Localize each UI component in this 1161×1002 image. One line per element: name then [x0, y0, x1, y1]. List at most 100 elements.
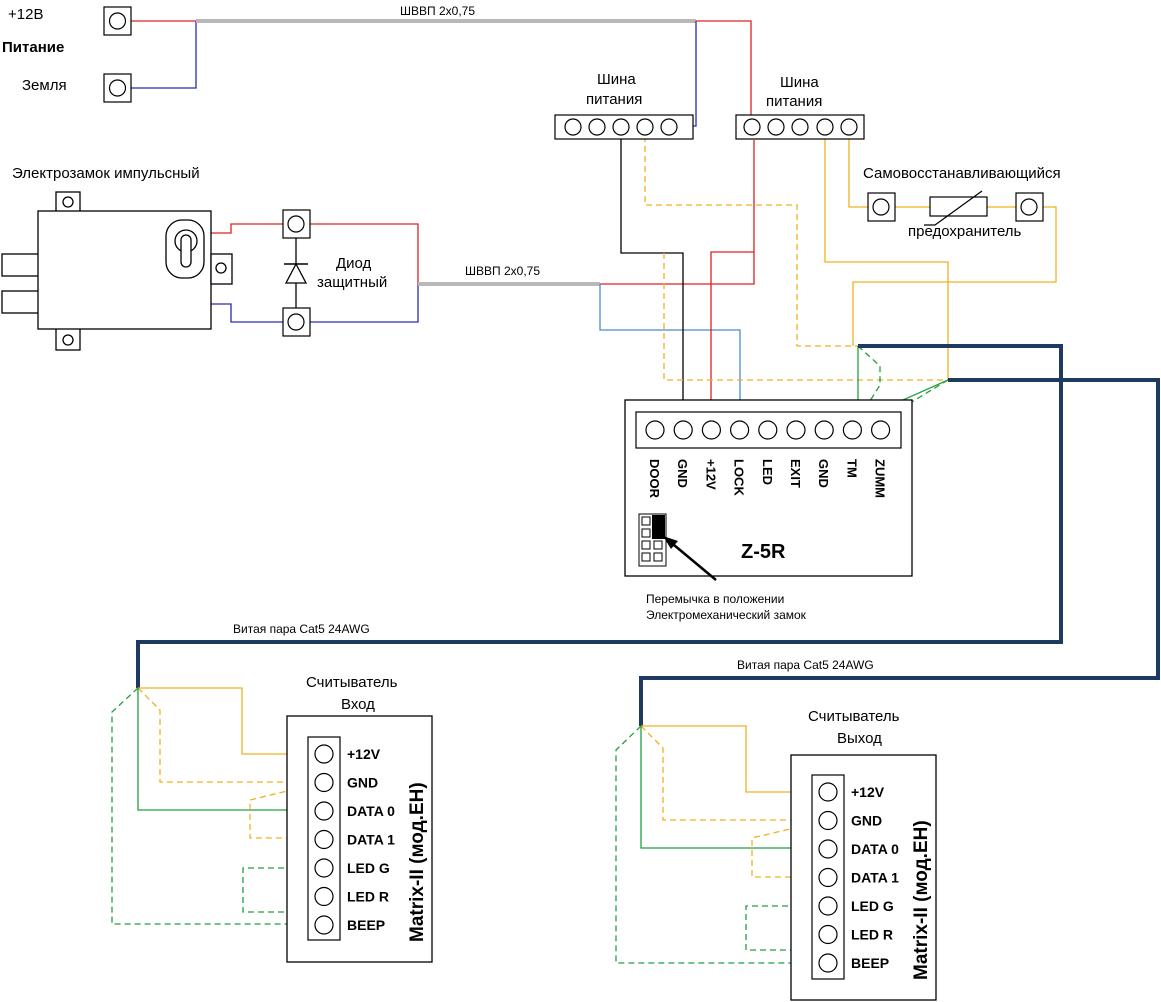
fuse-label-2: предохранитель [908, 223, 1022, 240]
wire-mid-lightblue [599, 284, 741, 420]
controller-terminal-label: EXIT [788, 459, 803, 488]
terminal-ground [103, 73, 132, 103]
cable-top-label: ШВВП 2х0,75 [400, 4, 475, 18]
bus-right-screw [743, 118, 761, 136]
reader-in-wire-12v [138, 687, 324, 755]
fuse-label-1: Самовосстанавливающийся [863, 165, 1061, 182]
controller-terminal-screw [645, 420, 665, 440]
terminal-plus [103, 6, 132, 36]
lock-bolt-top [1, 253, 41, 277]
fuse-block [867, 190, 1044, 226]
controller-terminal-label: ZUMM [873, 459, 888, 498]
wire-top-red-to-bus [696, 20, 752, 116]
reader-in-model: Matrix-II (мод.EH) [407, 782, 428, 942]
lock-side-hole [215, 262, 227, 274]
reader-out-pin-label: GND [851, 813, 882, 829]
reader-in-pin-screw [314, 829, 334, 850]
reader-out-pin-screw [818, 953, 838, 973]
bus-right-screw [840, 118, 858, 136]
jumper-pin [641, 540, 651, 550]
diode-label-1: Диод [336, 255, 372, 272]
lock-tab-top-hole [62, 196, 74, 208]
wire-mid-red [600, 140, 755, 285]
bus-left-screw [636, 118, 654, 136]
reader-out-wire-data1 [751, 819, 829, 878]
reader-in-pin-screw [314, 772, 334, 793]
reader-in-wire-gnd [137, 687, 324, 783]
cable-reader-out-label: Витая пара Cat5 24AWG [737, 658, 874, 672]
electric-lock [1, 191, 233, 351]
bus-right-label-1: Шина [780, 74, 819, 91]
reader-out-pin-label: +12V [851, 784, 885, 800]
reader-out-pin-screw [818, 839, 838, 859]
lock-bolt-bottom [1, 290, 41, 314]
diode-terminal-bottom-screw [287, 313, 305, 331]
controller-terminal-screw [673, 420, 693, 440]
controller-terminal-screw [701, 420, 722, 440]
reader-out-pin-label: DATA 1 [851, 870, 899, 886]
reader-out-pin-screw [818, 782, 838, 802]
reader-in-pin-label: GND [347, 775, 378, 791]
reader-in-wire-data0 [137, 688, 324, 811]
reader-in-wire-beep [111, 687, 324, 925]
controller-terminal-screw [758, 420, 778, 440]
jumper-arrow [667, 539, 717, 581]
reader-in-pin-label: DATA 1 [347, 832, 395, 848]
controller-terminal-screw [870, 420, 891, 440]
wire-orange-dashed-bus [644, 136, 858, 347]
reader-out-pin-screw [818, 924, 838, 945]
bus-right-screw [767, 118, 785, 136]
cable-reader-in [136, 344, 1063, 688]
controller-terminal-label: LOCK [732, 459, 747, 496]
reader-out-title-1: Считыватель [808, 708, 900, 725]
terminal-ground-screw [108, 79, 127, 97]
controller-terminal-label: DOOR [647, 459, 662, 499]
reader-in-pin-screw [314, 915, 334, 935]
bus-left-screw [660, 118, 678, 136]
bus-left [554, 114, 694, 140]
cable-reader-in-label: Витая пара Cat5 24AWG [233, 622, 370, 636]
reader-in-pin-label: LED R [347, 889, 389, 905]
reader-in-pin-label: LED G [347, 860, 390, 876]
cable-reader-out [639, 378, 1160, 726]
diode-icon [284, 262, 308, 284]
lock-tab-bottom-hole [62, 334, 74, 346]
wire-orange-dashed-return [663, 253, 948, 381]
controller-terminal-screw [814, 420, 834, 440]
diode-block [282, 209, 311, 337]
reader-out-model: Matrix-II (мод.EH) [911, 820, 932, 980]
reader-out-pin-screw [818, 896, 838, 916]
controller-terminal-screw [786, 420, 806, 440]
reader-in-pin-screw [314, 801, 334, 821]
power-terminals [103, 6, 132, 103]
reader-in-pin-screw [314, 858, 334, 878]
fuse-terminal-left-screw [872, 198, 890, 216]
bus-right-label-2: питания [766, 93, 822, 110]
wire-green-tm-dash [857, 345, 881, 421]
controller-terminal-label: LED [760, 459, 775, 485]
controller-terminal-label: +12V [703, 459, 718, 490]
jumper-pin [641, 552, 651, 562]
jumper-note-1: Перемычка в положении [646, 592, 784, 606]
reader-in-pin-screw [314, 744, 334, 764]
bus-right-screw [791, 118, 809, 136]
bus-left-label-2: питания [586, 91, 642, 108]
wire-gnd-black [620, 136, 684, 420]
power-ground-label: Земля [22, 77, 67, 94]
controller-terminal-label: TM [844, 459, 859, 478]
controller-name: Z-5R [741, 541, 786, 563]
power-plus-label: +12В [8, 6, 43, 23]
reader-out-pin-label: LED R [851, 927, 893, 943]
controller-terminal-label: GND [816, 459, 831, 488]
jumper-pin [653, 540, 663, 550]
lock-keyhole-slot [180, 234, 192, 268]
jumper-pin [641, 516, 651, 526]
reader-in-title-1: Считыватель [306, 674, 398, 691]
jumper-cap [652, 515, 665, 539]
fuse-icon [929, 196, 988, 217]
jumper-pin [653, 552, 663, 562]
power-title: Питание [2, 39, 64, 56]
